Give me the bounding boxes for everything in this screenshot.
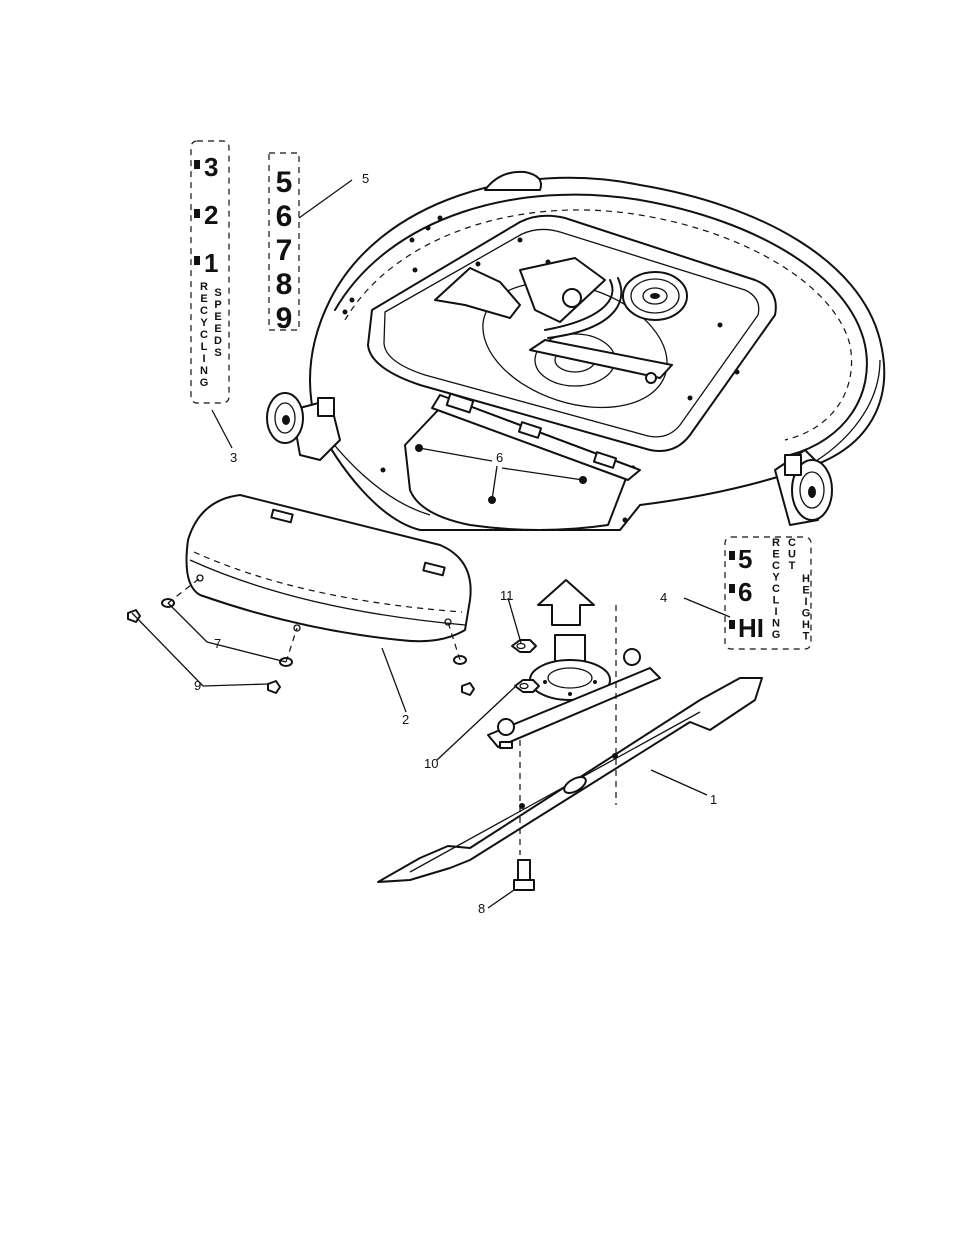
decal4-height-letter-0: H <box>802 573 810 585</box>
callout-10: 10 <box>424 756 438 771</box>
decal4-cut-letter-1: U <box>788 549 796 561</box>
decal4-height-letter-1: E <box>802 585 809 597</box>
decal3-recycling-letter-6: I <box>202 353 205 365</box>
decal4-recycling-letter-4: C <box>772 583 780 595</box>
decal3-speeds-letter-5: S <box>214 347 221 359</box>
mower-blade <box>377 677 763 883</box>
decal3-recycling-letter-3: Y <box>200 317 208 329</box>
decal4-recycling-letter-3: Y <box>772 572 780 584</box>
callout-6: 6 <box>496 450 503 465</box>
blade-adapter <box>487 634 661 749</box>
blade-bolt <box>513 859 535 891</box>
decal5-digit-3: 8 <box>276 268 293 301</box>
decal4-recycling-letter-6: I <box>774 606 777 618</box>
leader-lines <box>131 179 731 909</box>
callout-5: 5 <box>362 171 369 186</box>
decal3-speed-3: 3 <box>204 152 218 182</box>
decal3-speeds-letter-2: E <box>214 311 221 323</box>
decal3-recycling-letter-7: N <box>200 365 208 377</box>
decal3-recycling-letter-2: C <box>200 305 208 317</box>
decal4-height-letter-5: T <box>803 631 810 643</box>
decal4-cut-letter-0: C <box>788 537 796 549</box>
decal3-recycling-letter-1: E <box>200 293 207 305</box>
decal4-height-hi: HI <box>738 613 764 643</box>
up-arrow <box>537 579 595 626</box>
decal3-speeds-letter-0: S <box>214 287 221 299</box>
deck-bolt-holes <box>342 215 740 525</box>
decal5-digit-2: 7 <box>276 234 293 267</box>
mower-deck <box>266 170 886 531</box>
callout-3: 3 <box>230 450 237 465</box>
decal4-recycling-letter-0: R <box>772 537 780 549</box>
decal4-height-letter-2: I <box>804 596 807 608</box>
right-caster-wheel <box>774 449 833 526</box>
decal3-speeds-letter-3: E <box>214 323 221 335</box>
decal3-recycling-letter-0: R <box>200 281 208 293</box>
decal3-speeds-letter-4: D <box>214 335 222 347</box>
decal4-height-6: 6 <box>738 577 752 607</box>
decal4-cut-letter-2: T <box>789 560 796 572</box>
decal3-speed-2: 2 <box>204 200 218 230</box>
decal5-digit-1: 6 <box>276 200 293 233</box>
decal3-speeds-letter-1: P <box>214 299 221 311</box>
callout-11: 11 <box>500 588 514 603</box>
decal3-speed-1: 1 <box>204 248 218 278</box>
decal4-height-letter-3: G <box>802 608 811 620</box>
decal4-recycling-letter-7: N <box>772 618 780 630</box>
hex-nuts <box>511 639 540 693</box>
decal4-recycling-letter-5: L <box>773 595 780 607</box>
callout-8: 8 <box>478 901 485 916</box>
decal5-digit-4: 9 <box>276 302 293 335</box>
callout-9: 9 <box>194 678 201 693</box>
left-caster-wheel <box>266 392 341 461</box>
decal4-recycling-letter-2: C <box>772 560 780 572</box>
decal3-recycling-letter-5: L <box>201 341 208 353</box>
callout-7: 7 <box>214 636 221 651</box>
decal4-height-5: 5 <box>738 544 752 574</box>
callout-2: 2 <box>402 712 409 727</box>
decal4-recycling-letter-8: G <box>772 629 781 641</box>
decal4-height-letter-4: H <box>802 619 810 631</box>
callout-4: 4 <box>660 590 667 605</box>
callout-1: 1 <box>710 792 717 807</box>
decal3-recycling-letter-4: C <box>200 329 208 341</box>
decal3-recycling-letter-8: G <box>200 377 209 389</box>
decal4-recycling-letter-1: E <box>772 549 779 561</box>
decal5-digit-0: 5 <box>276 166 293 199</box>
mulch-cover <box>185 494 472 643</box>
